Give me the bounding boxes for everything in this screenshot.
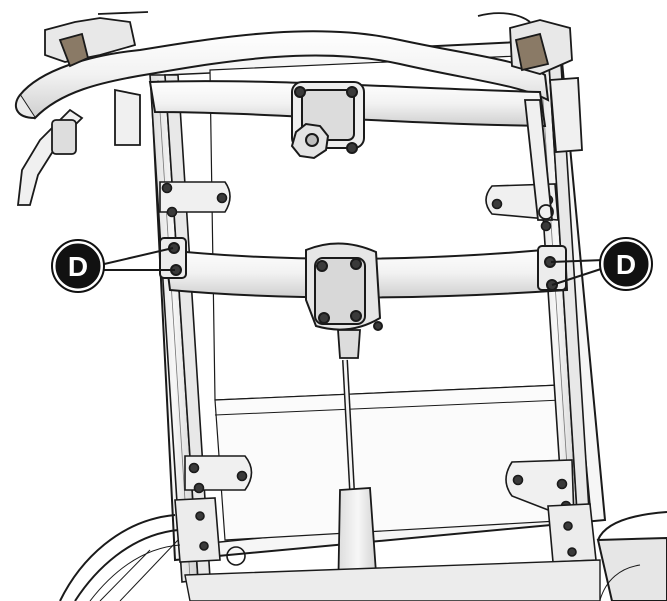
- left-wheel: [59, 514, 181, 601]
- callout-d-right: D: [599, 237, 653, 291]
- upper-cross-tube: [148, 80, 547, 160]
- right-wheel: [596, 511, 667, 601]
- callout-label: D: [68, 251, 88, 282]
- backrest-frame: [148, 38, 607, 562]
- left-brake-lever: [16, 11, 149, 206]
- callout-leaders: [99, 247, 605, 286]
- callout-d-left: D: [51, 239, 105, 293]
- lower-cross-member: [184, 559, 601, 601]
- callout-label: D: [616, 249, 636, 280]
- push-handle: [14, 30, 550, 120]
- middle-cross-tube: [159, 237, 569, 331]
- lower-brackets: [174, 455, 597, 582]
- right-brake-lever: [477, 12, 583, 221]
